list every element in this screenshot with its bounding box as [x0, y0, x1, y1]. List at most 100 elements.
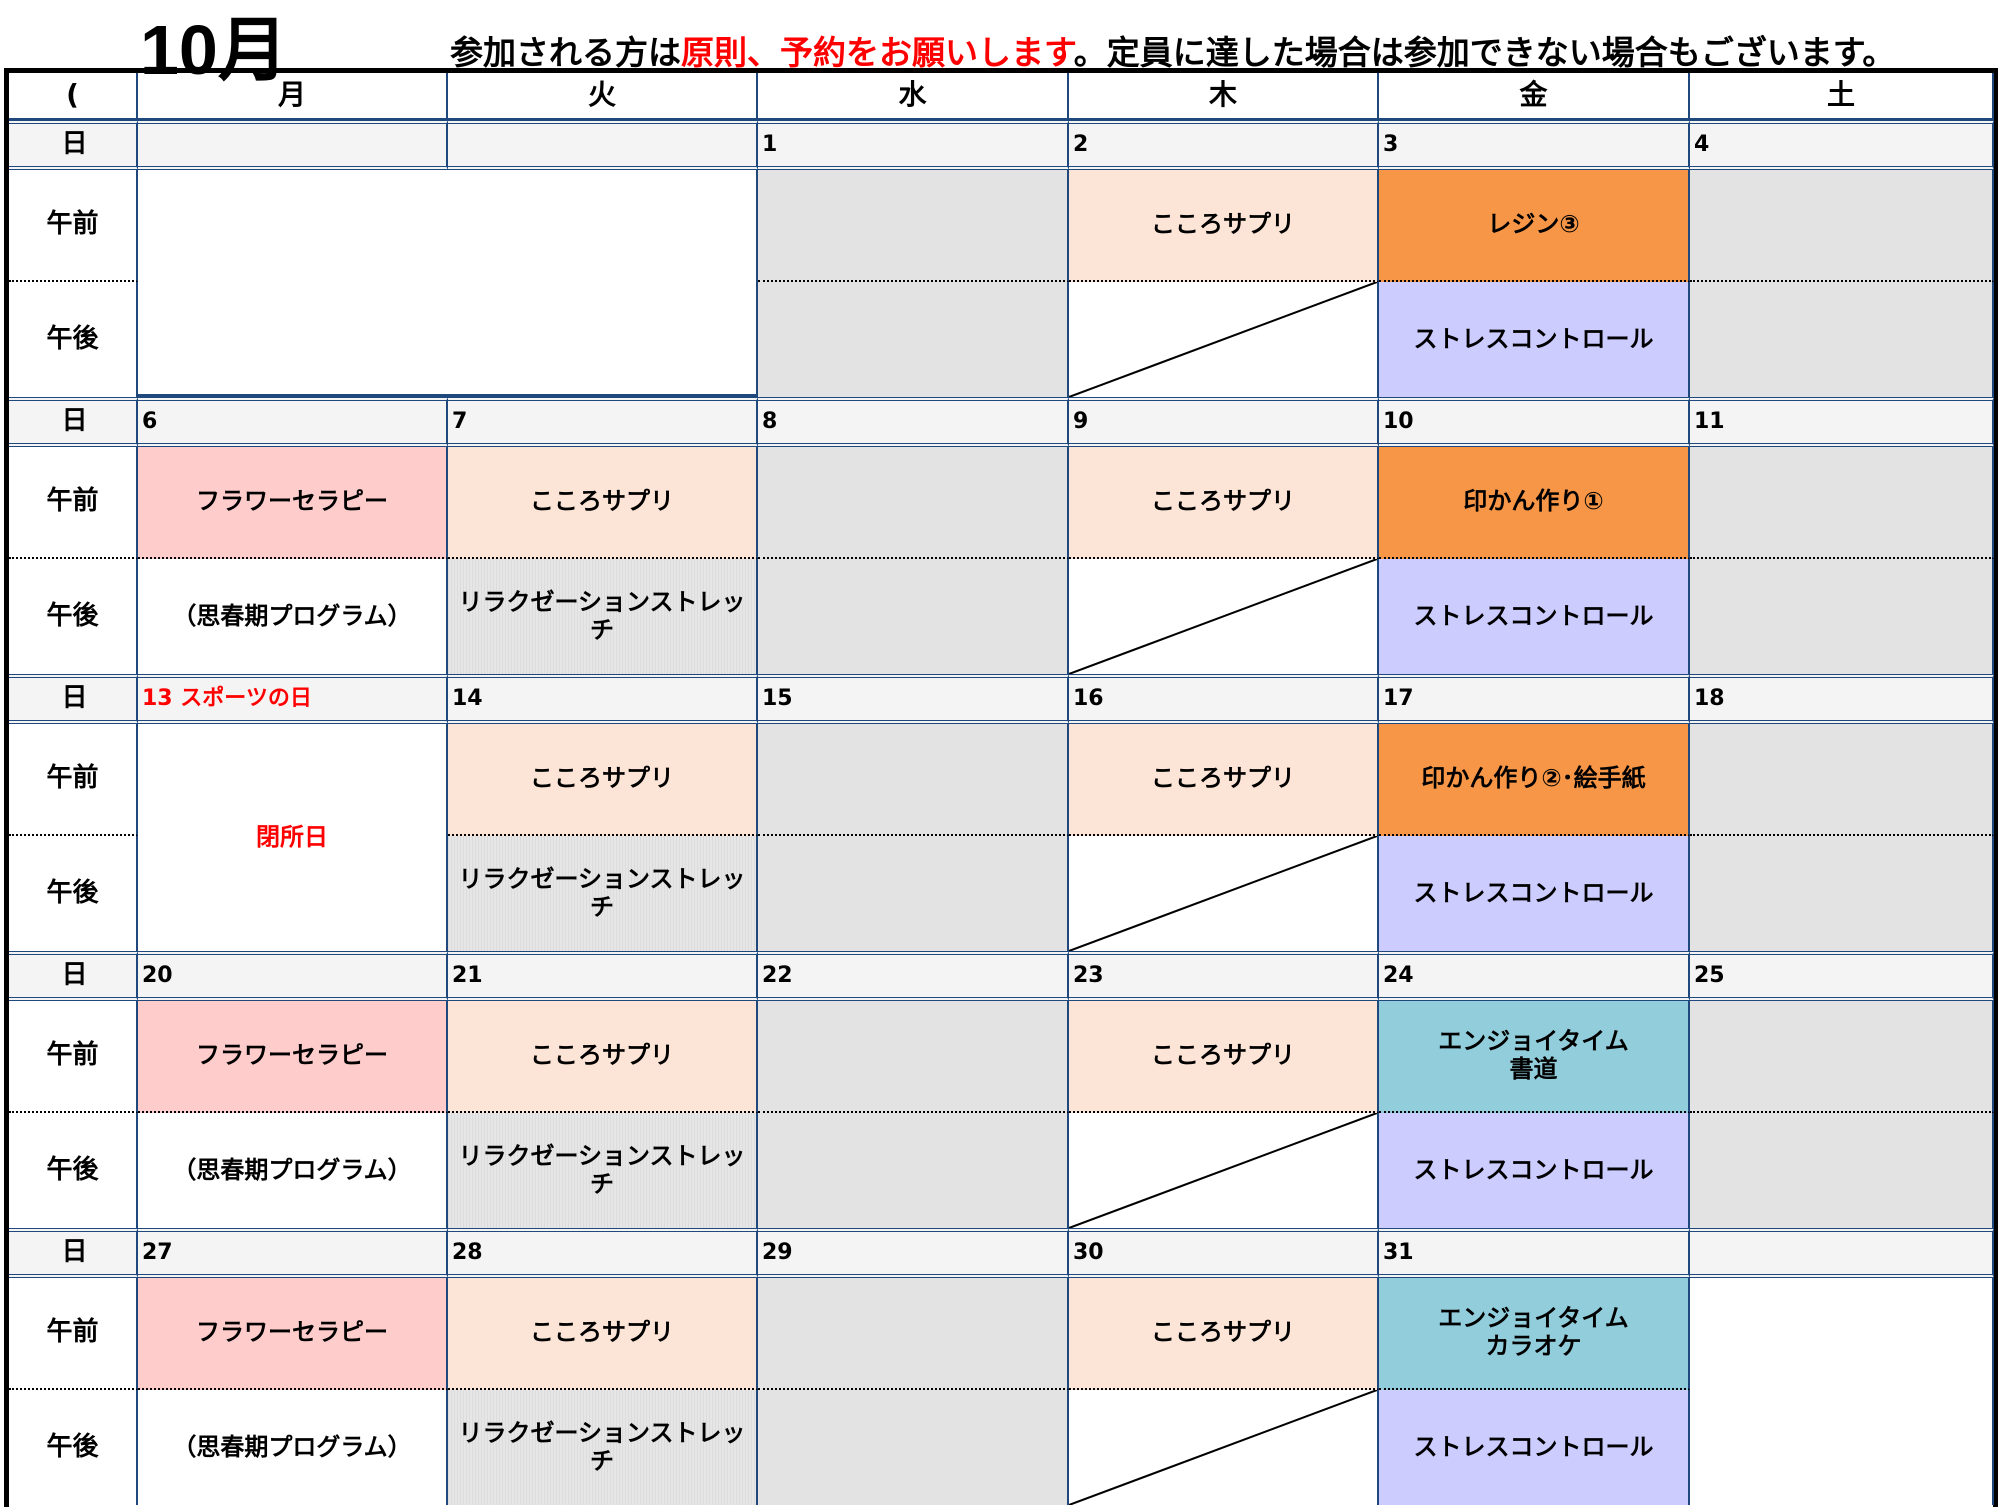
row-label-am: 午前	[9, 447, 138, 559]
date-cell-text: 2	[1073, 132, 1089, 158]
program-cell: ストレスコントロール	[1379, 559, 1690, 674]
row-label-am-text: 午前	[46, 209, 99, 240]
date-cell-text: 1	[762, 132, 778, 158]
header-day-4-text: 木	[1208, 78, 1237, 112]
no-program-cell	[1069, 559, 1379, 674]
header-day-3: 水	[758, 73, 1069, 120]
header-day-4: 木	[1069, 73, 1379, 120]
date-cell: 30	[1069, 1228, 1379, 1278]
program-cell: フラワーセラピー	[138, 1001, 448, 1113]
program-cell: レジン③	[1379, 170, 1690, 282]
program-cell: こころサプリ	[1069, 447, 1379, 559]
date-cell: 3	[1379, 120, 1690, 170]
program-cell-text: リラクゼーションストレッチ	[458, 1141, 746, 1198]
empty-merged-cell	[138, 170, 758, 397]
program-cell: 印かん作り①	[1379, 447, 1690, 559]
date-cell-text: 21	[452, 963, 483, 989]
header-day-6: 土	[1690, 73, 1994, 120]
date-cell: 2	[1069, 120, 1379, 170]
empty-cell	[1690, 1113, 1994, 1228]
empty-cell	[758, 170, 1069, 282]
date-cell: 21	[448, 951, 758, 1001]
date-cell: 17	[1379, 674, 1690, 724]
program-cell-text: レジン③	[1487, 210, 1580, 239]
row-label-am: 午前	[9, 724, 138, 836]
program-cell: リラクゼーションストレッチ	[448, 559, 758, 674]
header-day-5-text: 金	[1519, 78, 1548, 112]
empty-cell	[1690, 282, 1994, 397]
program-cell: こころサプリ	[1069, 1278, 1379, 1390]
program-cell: エンジョイタイム カラオケ	[1379, 1278, 1690, 1390]
date-cell-text: 20	[142, 963, 173, 989]
program-cell: （思春期プログラム）	[138, 1390, 448, 1505]
date-cell: 14	[448, 674, 758, 724]
program-cell-text: フラワーセラピー	[196, 487, 388, 516]
date-cell-text: 24	[1383, 963, 1414, 989]
no-program-cell	[1069, 836, 1379, 951]
row-label-pm-text: 午後	[46, 877, 99, 908]
program-cell: フラワーセラピー	[138, 1278, 448, 1390]
empty-cell	[758, 282, 1069, 397]
header-day-6-text: 土	[1826, 78, 1855, 112]
date-cell: 31	[1379, 1228, 1690, 1278]
date-cell-text: 7	[452, 409, 468, 435]
date-cell-text: 29	[762, 1240, 793, 1266]
date-cell-text: 30	[1073, 1240, 1104, 1266]
program-cell: こころサプリ	[448, 724, 758, 836]
date-cell-text: 15	[762, 686, 793, 712]
date-cell-text: 27	[142, 1240, 173, 1266]
row-label-pm-text: 午後	[46, 1154, 99, 1185]
empty-cell	[1690, 559, 1994, 674]
program-cell: リラクゼーションストレッチ	[448, 1390, 758, 1505]
program-cell-text: こころサプリ	[1151, 1318, 1295, 1347]
program-cell: こころサプリ	[1069, 1001, 1379, 1113]
row-label-am: 午前	[9, 1278, 138, 1390]
diagonal-line-icon	[1069, 559, 1377, 674]
notice-text: 参加される方は原則、予約をお願いします。定員に達した場合は参加できない場合もござ…	[450, 26, 1895, 74]
program-cell-text: こころサプリ	[1151, 1041, 1295, 1070]
diagonal-line-icon	[1069, 1390, 1377, 1505]
empty-cell	[1690, 836, 1994, 951]
row-label-pm: 午後	[9, 1390, 138, 1505]
empty-cell	[758, 1390, 1069, 1505]
empty-cell	[758, 1001, 1069, 1113]
empty-cell	[1690, 724, 1994, 836]
row-label-pm-text: 午後	[46, 600, 99, 631]
header-corner-text: (	[66, 78, 79, 112]
date-cell: 15	[758, 674, 1069, 724]
date-cell: 16	[1069, 674, 1379, 724]
row-label-am-text: 午前	[46, 763, 99, 794]
date-cell-text: 6	[142, 409, 158, 435]
program-cell-text: こころサプリ	[1151, 210, 1295, 239]
date-cell: 13 スポーツの日	[138, 674, 448, 724]
date-cell-text: 31	[1383, 1240, 1414, 1266]
date-cell: 1	[758, 120, 1069, 170]
date-cell-text: 25	[1694, 963, 1725, 989]
program-cell: フラワーセラピー	[138, 447, 448, 559]
row-label-pm: 午後	[9, 559, 138, 674]
no-program-cell	[1069, 1390, 1379, 1505]
empty-cell	[758, 1113, 1069, 1228]
date-cell-text: 28	[452, 1240, 483, 1266]
program-cell: こころサプリ	[448, 1278, 758, 1390]
row-label-date: 日	[9, 120, 138, 170]
date-cell	[1690, 1228, 1994, 1278]
date-cell-text: 10	[1383, 409, 1414, 435]
row-label-pm: 午後	[9, 1113, 138, 1228]
notice-part-1: 参加される方は	[450, 33, 681, 72]
program-cell-text: ストレスコントロール	[1413, 1432, 1654, 1461]
program-cell: こころサプリ	[1069, 724, 1379, 836]
date-cell: 10	[1379, 397, 1690, 447]
date-cell	[448, 120, 758, 170]
program-cell: こころサプリ	[448, 1001, 758, 1113]
date-cell: 8	[758, 397, 1069, 447]
date-cell: 18	[1690, 674, 1994, 724]
program-cell: こころサプリ	[448, 447, 758, 559]
header-day-2-text: 火	[587, 78, 616, 112]
row-label-date-text: 日	[61, 406, 88, 437]
program-cell-text: リラクゼーションストレッチ	[458, 1418, 746, 1475]
date-cell-text: 22	[762, 963, 793, 989]
no-program-cell	[1069, 282, 1379, 397]
